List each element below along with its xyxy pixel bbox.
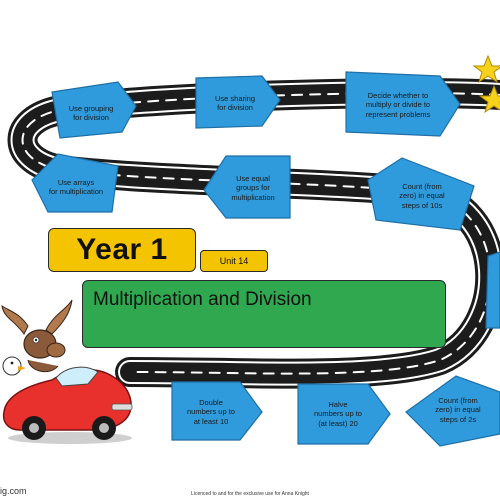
sign-shape-decide (345, 71, 461, 137)
star-icon (472, 54, 500, 114)
sign-text-line: Count (from (402, 181, 442, 191)
year-label: Year 1 (76, 233, 168, 266)
sign-shape-halve (297, 383, 391, 445)
licence-footer: Licenced to and for the exclusive use fo… (191, 491, 309, 497)
sign-text-line: for division (217, 103, 253, 112)
sign-text-line: represent problems (365, 109, 431, 119)
sign-shape-count-2s (405, 375, 500, 447)
sign-text-line: multiplication (231, 192, 275, 202)
sign-text-line: at least 10 (193, 416, 229, 426)
unit-label-box: Unit 14 (200, 250, 268, 272)
sign-shape-equal-groups (203, 155, 291, 219)
sign-text-line: numbers up to (187, 407, 235, 417)
sign-text-line: Count (from (438, 395, 478, 405)
sign-text-line: Decide whether to (367, 90, 429, 100)
sign-text-line: steps of 2s (439, 414, 477, 424)
sign-shape-grouping (51, 81, 137, 139)
site-fragment: ig.com (0, 486, 27, 496)
car-illustration (1, 299, 133, 444)
page-title: Multiplication and Division (93, 289, 312, 310)
sign-text-line: zero) in equal (399, 191, 445, 201)
year-label-box: Year 1 (48, 228, 196, 272)
sign-text-line: (at least) 20 (318, 418, 358, 428)
sign-text-line: Halve (328, 399, 348, 409)
sign-shape-arrays (31, 153, 119, 213)
sign-shape-count-10s (367, 157, 475, 231)
sign-text-line: groups for (236, 183, 270, 193)
sign-text-line: zero) in equal (435, 405, 481, 415)
sign-shape-right-edge (485, 251, 500, 329)
sign-text-line: Use grouping (68, 103, 114, 113)
sign-shape-sharing (195, 75, 281, 129)
sign-text-line: for multiplication (48, 187, 104, 196)
sign-text-line: for division (73, 113, 109, 122)
sign-text-line: Use arrays (57, 177, 95, 187)
sign-text-line: multiply or divide to (365, 100, 431, 110)
unit-label: Unit 14 (219, 256, 249, 266)
sign-text-line: Double (199, 397, 223, 407)
sign-text-line: Use sharing (214, 93, 256, 103)
sign-shape-double (171, 381, 263, 441)
sign-text-line: Use equal (236, 173, 270, 183)
sign-text-line: numbers up to (314, 409, 362, 419)
sign-text-line: steps of 10s (401, 200, 443, 210)
title-box: Multiplication and Division (82, 280, 446, 348)
